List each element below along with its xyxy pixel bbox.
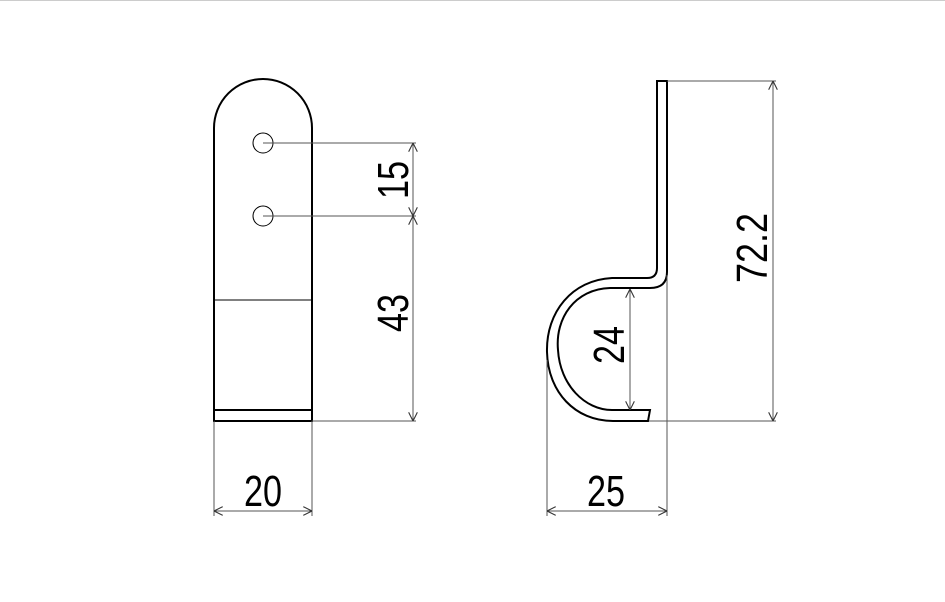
front-view: 15 43 20: [213, 78, 418, 516]
dimension-label-15: 15: [369, 161, 418, 199]
dimension-label-20: 20: [244, 467, 282, 516]
dimension-label-24: 24: [585, 326, 634, 364]
dimension-label-43: 43: [369, 294, 418, 332]
plate-outline: [213, 78, 313, 422]
dimension-label-25: 25: [587, 467, 625, 516]
hook-profile: [545, 80, 668, 422]
dimension-label-72-2: 72.2: [728, 213, 777, 283]
side-view: 72.2 24 25: [545, 80, 777, 516]
